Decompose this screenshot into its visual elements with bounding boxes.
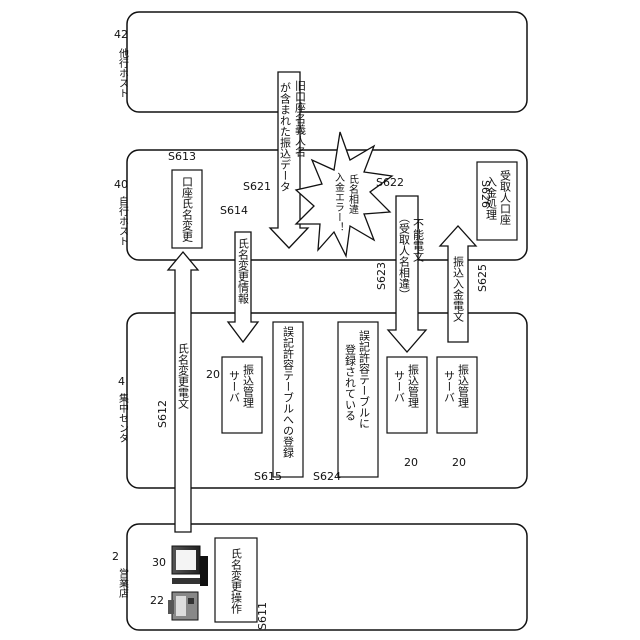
s615-step: S615 bbox=[254, 470, 282, 483]
s621-step: S621 bbox=[243, 180, 271, 193]
other-host-lane bbox=[127, 12, 527, 112]
server-a-ref: 20 bbox=[206, 368, 220, 381]
s611-text: 氏名変更操作 bbox=[230, 548, 243, 614]
s622-step: S622 bbox=[376, 176, 404, 189]
s621-line1: 旧口座名義人名 bbox=[294, 80, 307, 157]
server-a-line1: 振込管理 bbox=[242, 363, 255, 408]
s614-step: S614 bbox=[220, 204, 248, 217]
s612-text: 氏名変更電文 bbox=[177, 343, 190, 409]
s624-line2: 登録されている bbox=[344, 343, 357, 421]
s622-line1: 氏名相違 bbox=[347, 174, 359, 214]
server-b-ref: 20 bbox=[404, 456, 418, 469]
server-c-line1: 振込管理 bbox=[457, 363, 470, 408]
printer-ref: 22 bbox=[150, 594, 164, 607]
s621-line2: が含まれた振込データ bbox=[279, 82, 292, 192]
server-c-line2: サーバ bbox=[443, 370, 456, 403]
s615-text: 誤記許容テーブルへの登録 bbox=[282, 325, 295, 458]
branch-ref: 2 bbox=[112, 550, 119, 563]
s624-step: S624 bbox=[313, 470, 341, 483]
s612-step: S612 bbox=[156, 400, 169, 428]
center-ref: 4 bbox=[118, 375, 125, 388]
s626-step: S626 bbox=[479, 180, 492, 208]
s623-line1: 不能電文 bbox=[412, 218, 425, 262]
s613-step: S613 bbox=[168, 150, 196, 163]
other-host-ref: 42 bbox=[114, 28, 128, 41]
s623-line2: （受取人名相違） bbox=[398, 212, 411, 300]
s622-line2: 入金エラー！ bbox=[333, 172, 345, 232]
server-a-line2: サーバ bbox=[228, 370, 241, 403]
s624-line1: 誤記許容テーブルに bbox=[358, 329, 371, 429]
server-b-line2: サーバ bbox=[393, 370, 406, 403]
own-host-ref: 40 bbox=[114, 178, 128, 191]
s626-line1: 受取人口座 bbox=[499, 170, 512, 225]
other-host-label: 他行ホスト bbox=[117, 47, 129, 98]
s613-text: 口座氏名変更 bbox=[181, 176, 194, 243]
printer-icon bbox=[168, 592, 198, 620]
terminal-ref: 30 bbox=[152, 556, 166, 569]
branch-label: 営業店 bbox=[117, 567, 129, 599]
s625-text: 振込入金電文 bbox=[452, 255, 465, 322]
s611-step: S611 bbox=[256, 602, 269, 630]
s623-step: S623 bbox=[375, 262, 388, 290]
center-label: 集中センタ bbox=[117, 392, 129, 443]
s614-text: 氏名変更情報 bbox=[237, 238, 250, 305]
server-c-ref: 20 bbox=[452, 456, 466, 469]
s625-step: S625 bbox=[476, 264, 489, 292]
own-host-label: 自行ホスト bbox=[117, 195, 129, 246]
server-b-line1: 振込管理 bbox=[407, 363, 420, 408]
